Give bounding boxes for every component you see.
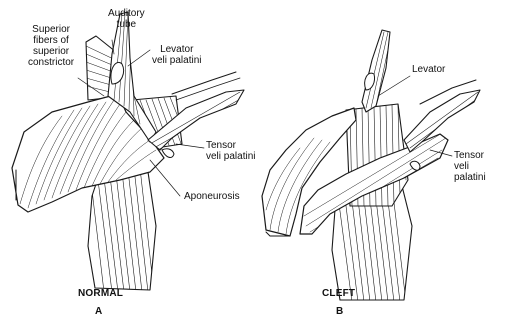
label-line: veli palatini: [152, 55, 201, 66]
label-tensor-b: Tensor veli palatini: [454, 150, 486, 183]
caption-cleft: CLEFT: [322, 288, 355, 299]
label-superior-constrictor: Superior fibers of superior constrictor: [28, 24, 74, 68]
label-line: constrictor: [28, 57, 74, 68]
label-levator-b: Levator: [412, 64, 445, 75]
label-line: Superior: [28, 24, 74, 35]
label-line: tube: [108, 19, 145, 30]
label-line: veli: [454, 161, 486, 172]
label-line: Tensor: [454, 150, 486, 161]
panel-letter-a: A: [95, 306, 102, 317]
caption-normal: NORMAL: [78, 288, 123, 299]
panel-letter-b: B: [336, 306, 343, 317]
label-line: superior: [28, 46, 74, 57]
label-auditory-tube: Auditory tube: [108, 8, 145, 30]
label-tensor-a: Tensor veli palatini: [206, 140, 255, 162]
label-levator-a: Levator veli palatini: [152, 44, 201, 66]
label-line: veli palatini: [206, 151, 255, 162]
label-line: fibers of: [28, 35, 74, 46]
label-aponeurosis: Aponeurosis: [184, 191, 240, 202]
label-line: palatini: [454, 172, 486, 183]
label-line: Levator: [152, 44, 201, 55]
label-line: Tensor: [206, 140, 255, 151]
label-line: Levator: [412, 64, 445, 75]
label-line: Auditory: [108, 8, 145, 19]
label-line: Aponeurosis: [184, 191, 240, 202]
levator-veli-palatini-b: [362, 30, 390, 112]
